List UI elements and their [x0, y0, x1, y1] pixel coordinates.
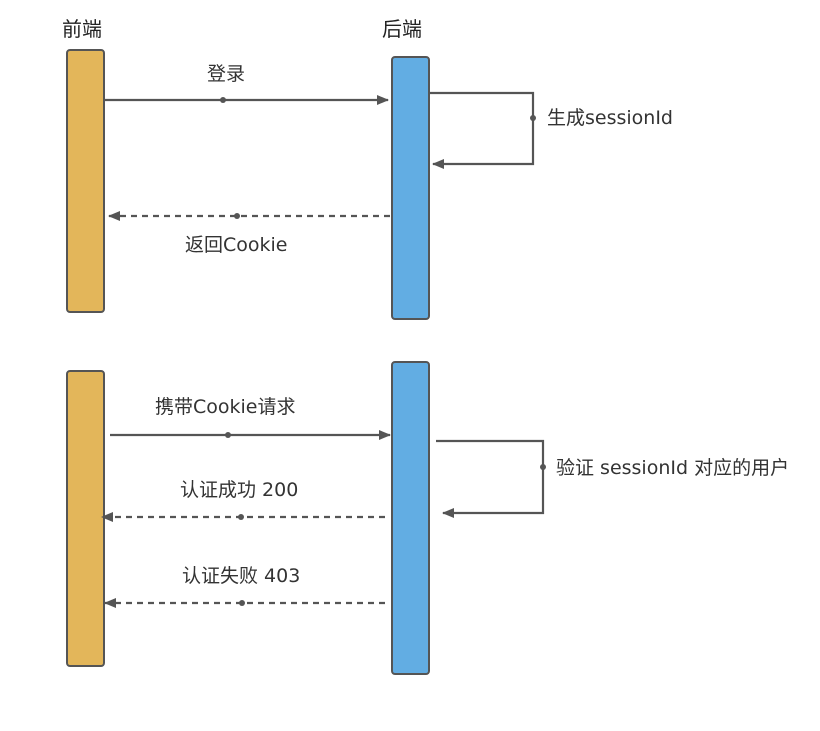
- backend-lifeline-bar-1: [391, 56, 430, 320]
- frontend-header: 前端: [62, 17, 102, 41]
- backend-header: 后端: [382, 17, 422, 41]
- login-label: 登录: [207, 63, 245, 85]
- return-cookie-dot: [234, 213, 240, 219]
- auth-fail-label: 认证失败 403: [182, 565, 300, 587]
- login-arrow-dot: [220, 97, 226, 103]
- request-with-cookie-label: 携带Cookie请求: [155, 396, 296, 418]
- verify-session-dot: [540, 464, 546, 470]
- verify-session-loop: [436, 439, 545, 518]
- auth-success-dot: [238, 514, 244, 520]
- generate-session-loop: [430, 91, 535, 169]
- request-with-cookie-dot: [225, 432, 231, 438]
- generate-session-label: 生成sessionId: [547, 107, 673, 129]
- auth-success-label: 认证成功 200: [180, 479, 298, 501]
- auth-fail-dot: [239, 600, 245, 606]
- verify-session-label: 验证 sessionId 对应的用户: [556, 457, 789, 479]
- backend-lifeline-bar-2: [391, 361, 430, 675]
- generate-session-dot: [530, 115, 536, 121]
- return-cookie-label: 返回Cookie: [185, 234, 288, 256]
- frontend-lifeline-bar-2: [66, 370, 105, 667]
- frontend-lifeline-bar-1: [66, 49, 105, 313]
